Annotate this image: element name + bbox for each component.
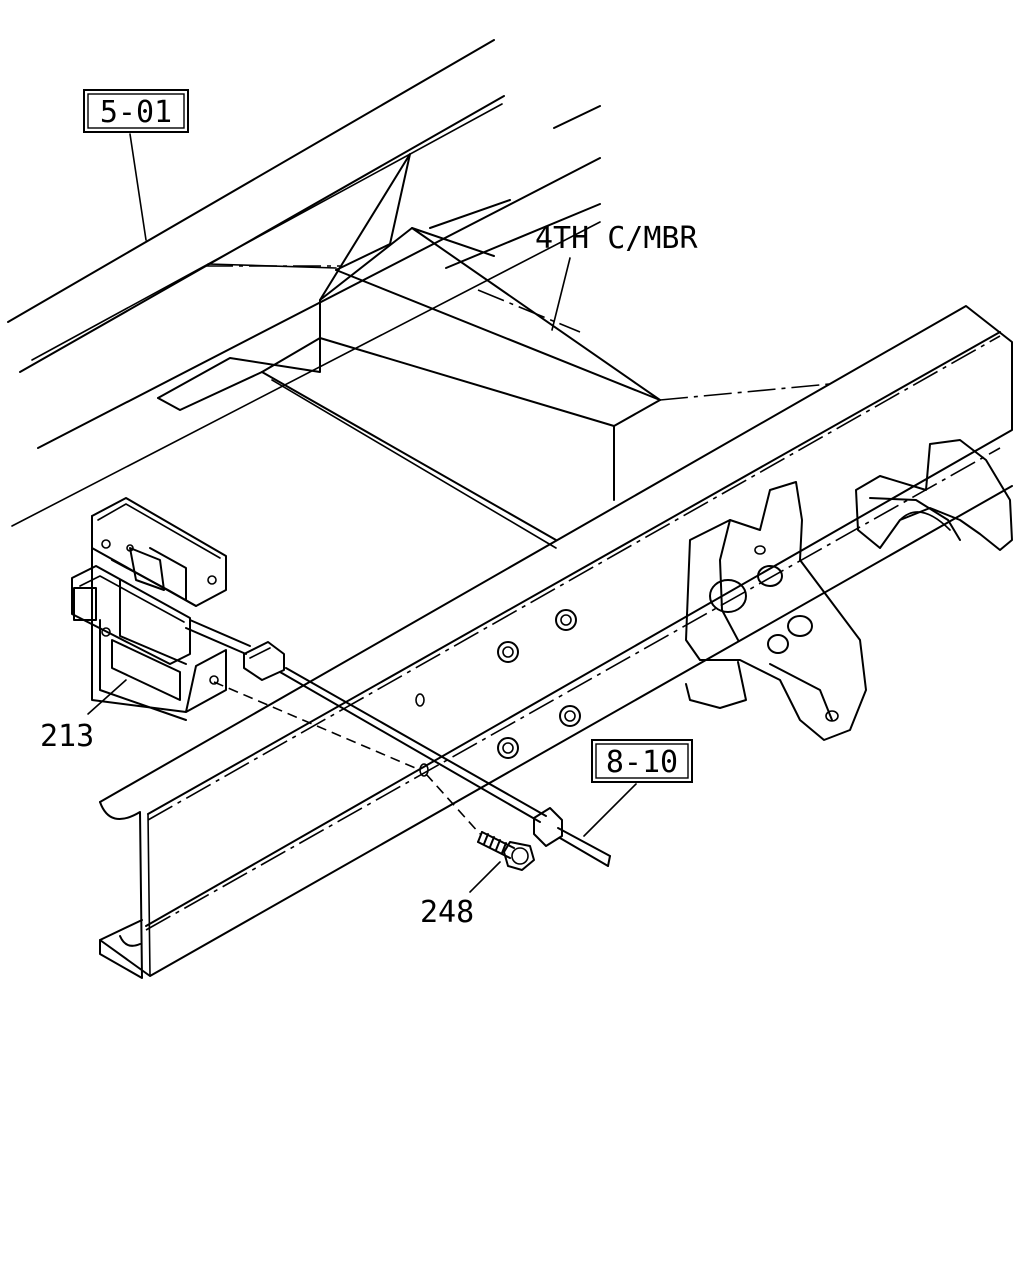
rear-hanger <box>855 439 1013 551</box>
crossmember-callout: 4TH C/MBR <box>535 221 698 331</box>
part-callout-248: 248 <box>420 861 501 930</box>
part-number-213: 213 <box>40 719 94 754</box>
control-box <box>71 497 227 721</box>
wire-harness <box>279 667 611 867</box>
upper-frame-rail <box>7 39 601 527</box>
bolt <box>477 831 535 871</box>
rail-hole <box>415 693 425 707</box>
ref-callout-5-01[interactable]: 5-01 <box>83 89 189 241</box>
nut <box>555 609 577 631</box>
installation-guides <box>213 681 481 835</box>
spring-bracket <box>685 481 867 741</box>
rail-fasteners <box>415 609 581 777</box>
crossmember <box>157 153 831 549</box>
part-callout-213: 213 <box>40 679 127 754</box>
ref-label-8-10[interactable]: 8-10 <box>606 745 678 780</box>
nut <box>497 641 519 663</box>
nut <box>559 705 581 727</box>
ref-callout-8-10[interactable]: 8-10 <box>583 739 693 837</box>
nut <box>497 737 519 759</box>
part-number-248: 248 <box>420 895 474 930</box>
wire-connector <box>185 619 285 681</box>
ref-label-5-01[interactable]: 5-01 <box>100 95 172 130</box>
crossmember-label: 4TH C/MBR <box>535 221 698 256</box>
main-frame-rail <box>99 305 1013 979</box>
